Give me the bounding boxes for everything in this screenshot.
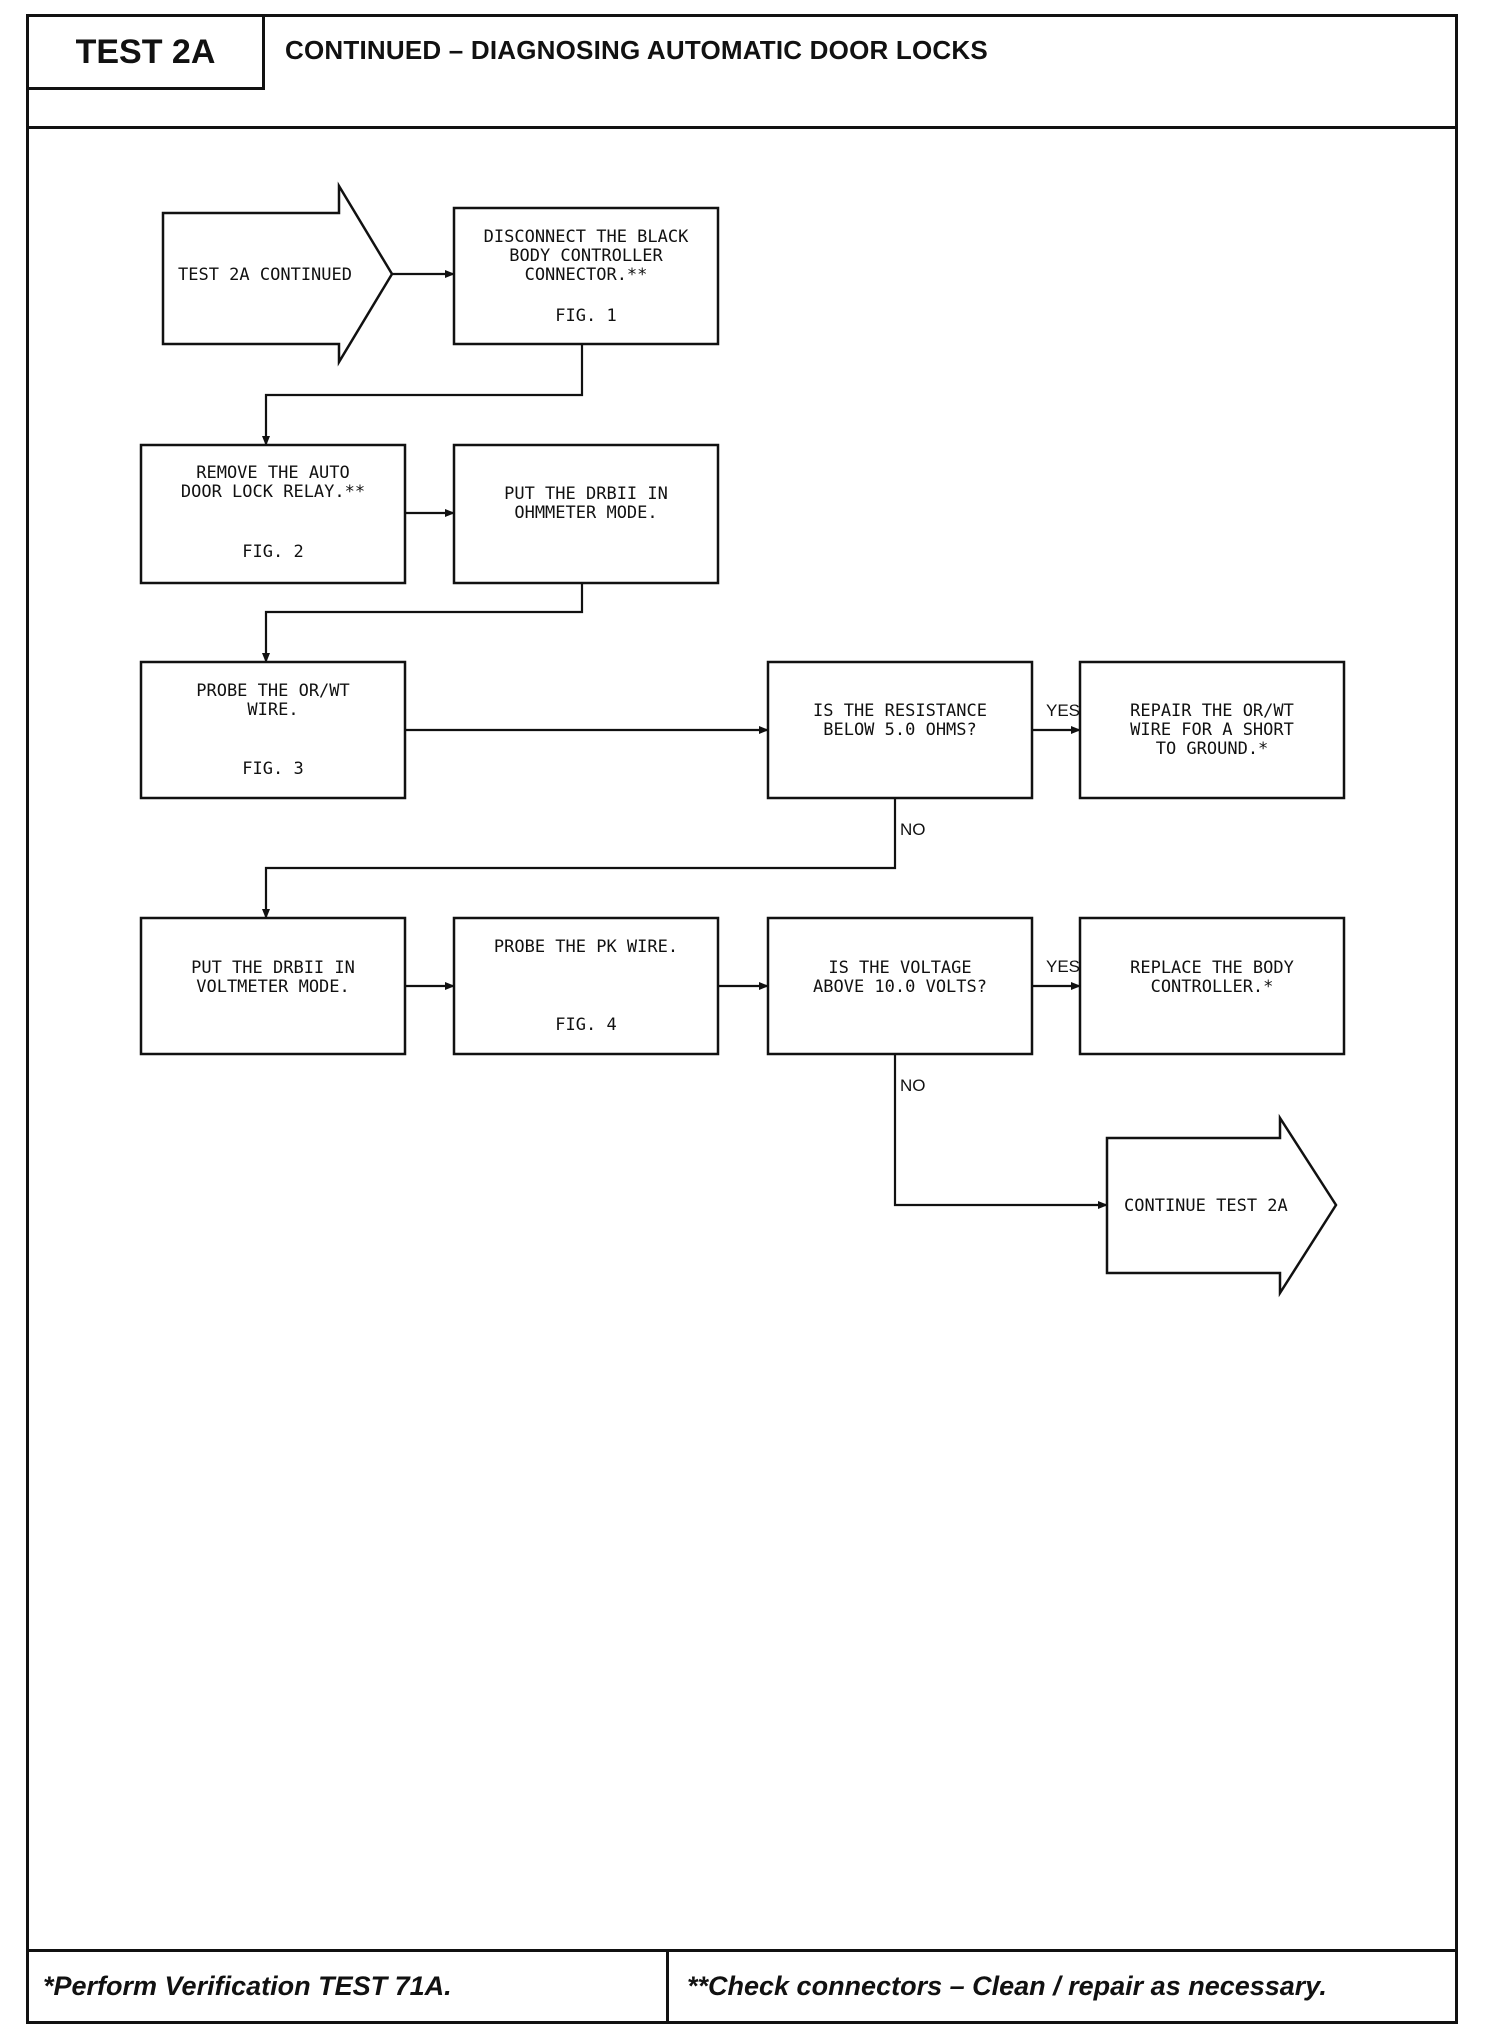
result2-line2: CONTROLLER.* bbox=[1151, 977, 1274, 997]
step2-line2: DOOR LOCK RELAY.** bbox=[181, 482, 365, 502]
decision2-line1: IS THE VOLTAGE bbox=[828, 958, 971, 978]
result-replace-controller: REPLACE THE BODY CONTROLLER.* bbox=[1078, 916, 1346, 1056]
step6-fig: FIG. 4 bbox=[555, 1015, 616, 1035]
header: TEST 2A CONTINUED – DIAGNOSING AUTOMATIC… bbox=[29, 17, 1455, 129]
end-arrow: CONTINUE TEST 2A bbox=[1105, 1113, 1338, 1298]
test-label: TEST 2A bbox=[29, 17, 265, 90]
decision2-line2: ABOVE 10.0 VOLTS? bbox=[813, 977, 987, 997]
result1-line3: TO GROUND.* bbox=[1156, 739, 1269, 759]
connector-step1-step2 bbox=[262, 344, 584, 446]
step3-line2: OHMMETER MODE. bbox=[514, 503, 657, 523]
step-voltmeter-mode: PUT THE DRBII IN VOLTMETER MODE. bbox=[139, 916, 407, 1056]
result1-line1: REPAIR THE OR/WT bbox=[1130, 701, 1294, 721]
step6-line1: PROBE THE PK WIRE. bbox=[494, 937, 678, 957]
step1-fig: FIG. 1 bbox=[555, 306, 616, 326]
step4-line2: WIRE. bbox=[247, 700, 298, 720]
start-arrow: TEST 2A CONTINUED bbox=[161, 181, 394, 367]
decision-voltage: IS THE VOLTAGE ABOVE 10.0 VOLTS? bbox=[766, 916, 1034, 1056]
step4-fig: FIG. 3 bbox=[242, 759, 303, 779]
connector-decision2-no bbox=[893, 1054, 1108, 1209]
start-label: TEST 2A CONTINUED bbox=[178, 265, 352, 285]
page-frame: TEST 2A CONTINUED – DIAGNOSING AUTOMATIC… bbox=[26, 14, 1458, 2024]
step1-line2: BODY CONTROLLER bbox=[509, 246, 663, 266]
result1-line2: WIRE FOR A SHORT bbox=[1130, 720, 1294, 740]
connector-step3-step4 bbox=[262, 583, 584, 663]
yes-label-2: YES bbox=[1046, 957, 1080, 976]
step5-line2: VOLTMETER MODE. bbox=[196, 977, 350, 997]
decision-resistance: IS THE RESISTANCE BELOW 5.0 OHMS? bbox=[766, 660, 1034, 800]
no-label-2: NO bbox=[900, 1076, 926, 1095]
footer: *Perform Verification TEST 71A. **Check … bbox=[29, 1949, 1455, 2021]
footer-note-verification: *Perform Verification TEST 71A. bbox=[29, 1952, 669, 2021]
step-ohmmeter-mode: PUT THE DRBII IN OHMMETER MODE. bbox=[452, 443, 720, 585]
step2-fig: FIG. 2 bbox=[242, 542, 303, 562]
step-remove-relay: REMOVE THE AUTO DOOR LOCK RELAY.** FIG. … bbox=[139, 443, 407, 585]
step3-line1: PUT THE DRBII IN bbox=[504, 484, 668, 504]
result2-line1: REPLACE THE BODY bbox=[1130, 958, 1294, 978]
page-title: CONTINUED – DIAGNOSING AUTOMATIC DOOR LO… bbox=[285, 35, 988, 65]
decision1-line2: BELOW 5.0 OHMS? bbox=[823, 720, 977, 740]
step-probe-or-wt: PROBE THE OR/WT WIRE. FIG. 3 bbox=[139, 660, 407, 800]
end-label: CONTINUE TEST 2A bbox=[1124, 1196, 1288, 1216]
step5-line1: PUT THE DRBII IN bbox=[191, 958, 355, 978]
no-label-1: NO bbox=[900, 820, 926, 839]
result-repair-short: REPAIR THE OR/WT WIRE FOR A SHORT TO GRO… bbox=[1078, 660, 1346, 800]
yes-label-1: YES bbox=[1046, 701, 1080, 720]
step-probe-pk: PROBE THE PK WIRE. FIG. 4 bbox=[452, 916, 720, 1056]
decision1-line1: IS THE RESISTANCE bbox=[813, 701, 987, 721]
step-disconnect-connector: DISCONNECT THE BLACK BODY CONTROLLER CON… bbox=[452, 206, 720, 346]
step2-line1: REMOVE THE AUTO bbox=[196, 463, 350, 483]
footer-note-connectors: **Check connectors – Clean / repair as n… bbox=[687, 1971, 1327, 2001]
step4-line1: PROBE THE OR/WT bbox=[196, 681, 350, 701]
step1-line1: DISCONNECT THE BLACK bbox=[484, 227, 689, 247]
connector-decision1-no bbox=[262, 798, 897, 919]
step1-line3: CONNECTOR.** bbox=[525, 265, 648, 285]
connectors bbox=[262, 270, 1108, 1209]
